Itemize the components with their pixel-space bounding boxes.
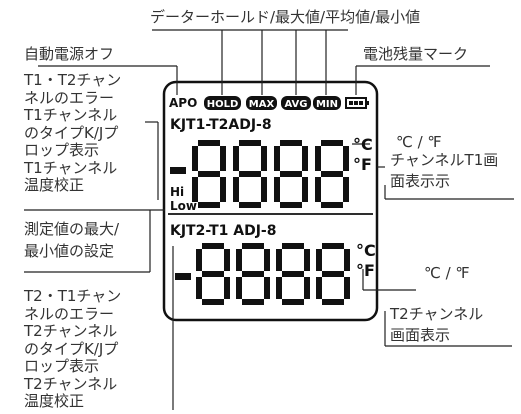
lcd-segment [304,277,310,299]
lcd-segment [233,146,239,171]
lcd-segment [242,299,264,305]
lcd-segment [198,171,220,177]
lcd-segment [236,277,242,299]
lcd-segment [321,140,343,146]
lcd-low: Low [170,199,197,213]
lcd-segment [202,299,224,305]
lcd-segment [261,146,267,171]
lcd-apo: APO [169,96,197,110]
label-battery-mark: 電池残量マーク [363,45,469,63]
lcd-segment [239,202,261,208]
lcd-segment [302,177,308,202]
lcd-segment [196,249,202,271]
lcd-hi: Hi [170,185,184,199]
svg-text:MAX: MAX [249,99,275,110]
lcd-segment [224,249,230,271]
lcd-segment [280,202,302,208]
label-unit-bottom: ℃ / ℉ [424,264,470,282]
lcd-deg-f-top: °F [353,155,372,174]
lcd-segment [282,299,304,305]
label-data-hold-max-avg-min: データーホールド/最大値/平均値/最小値 [150,8,421,26]
lcd-segment [344,249,350,271]
lcd-segment [242,243,264,249]
lcd-segment [321,171,343,177]
lcd-segment [198,140,220,146]
lcd-segment [316,277,322,299]
lcd-segment [322,243,344,249]
lcd-segment [280,140,302,146]
lcd-deg-c-top: °C [353,135,373,154]
lcd-max-badge: MAX [246,96,277,110]
label-t2-error-type-calibration: T2・T1チャン ネルのエラー T2チャンネル のタイプK/Jプ ロップ表示 T… [24,287,122,410]
lcd-segment [276,277,282,299]
lcd-segment [198,202,220,208]
lcd-digits-bottom [175,243,350,305]
lcd-segment [304,249,310,271]
lcd-segment [192,146,198,171]
lcd-segment [282,271,304,277]
lcd-segment [239,140,261,146]
lcd-ch2-status: KJT2-T1 ADJ-8 [170,223,276,239]
lcd-ch1-status: KJT1-T2ADJ-8 [170,117,272,133]
lcd-segment [261,177,267,202]
svg-text:MIN: MIN [316,99,338,110]
lcd-segment [264,277,270,299]
lcd-avg-badge: AVG [281,96,311,110]
lcd-segment [282,243,304,249]
lcd-segment [343,146,349,171]
lcd-segment [264,249,270,271]
label-t1-error-type-calibration: T1・T2チャン ネルのエラー T1チャンネル のタイプK/Jプ ロップ表示 T… [24,71,122,194]
lcd-segment [196,277,202,299]
lcd-segment [276,249,282,271]
lcd-segment [274,177,280,202]
lcd-segment [239,171,261,177]
lcd-segment [220,146,226,171]
lcd-segment [322,299,344,305]
lcd-segment [233,177,239,202]
lcd-segment [321,202,343,208]
svg-text:HOLD: HOLD [207,99,239,110]
lcd-min-badge: MIN [313,96,341,110]
lcd-deg-c-bottom: °C [356,241,376,260]
lcd-digits-top [170,140,349,208]
lcd-segment [322,271,344,277]
lcd-segment [280,171,302,177]
lcd-frame [162,80,379,322]
lcd-hold-badge: HOLD [204,96,241,110]
lcd-deg-f-bottom: °F [356,261,375,280]
svg-text:AVG: AVG [284,99,307,110]
label-unit-top: ℃ / ℉ [396,133,442,151]
lcd-segment [315,146,321,171]
lcd-segment [242,271,264,277]
battery-icon [345,97,369,109]
lcd-segment [220,177,226,202]
lcd-segment [315,177,321,202]
lcd-segment [343,177,349,202]
lcd-segment [344,277,350,299]
lcd-segment [274,146,280,171]
label-auto-power-off: 自動電源オフ [24,45,115,63]
label-minmax-setting: 測定値の最大/ 最小値の設定 [24,220,120,260]
label-t1-screen: チャンネルT1画 面表示示 [390,151,499,190]
lcd-segment [236,249,242,271]
lcd-segment [202,243,224,249]
lcd-segment [224,277,230,299]
label-t2-screen: T2チャンネル 画面表示 [390,305,484,344]
lcd-segment [316,249,322,271]
lcd-segment [302,146,308,171]
lcd-segment [192,177,198,202]
lcd-segment [202,271,224,277]
